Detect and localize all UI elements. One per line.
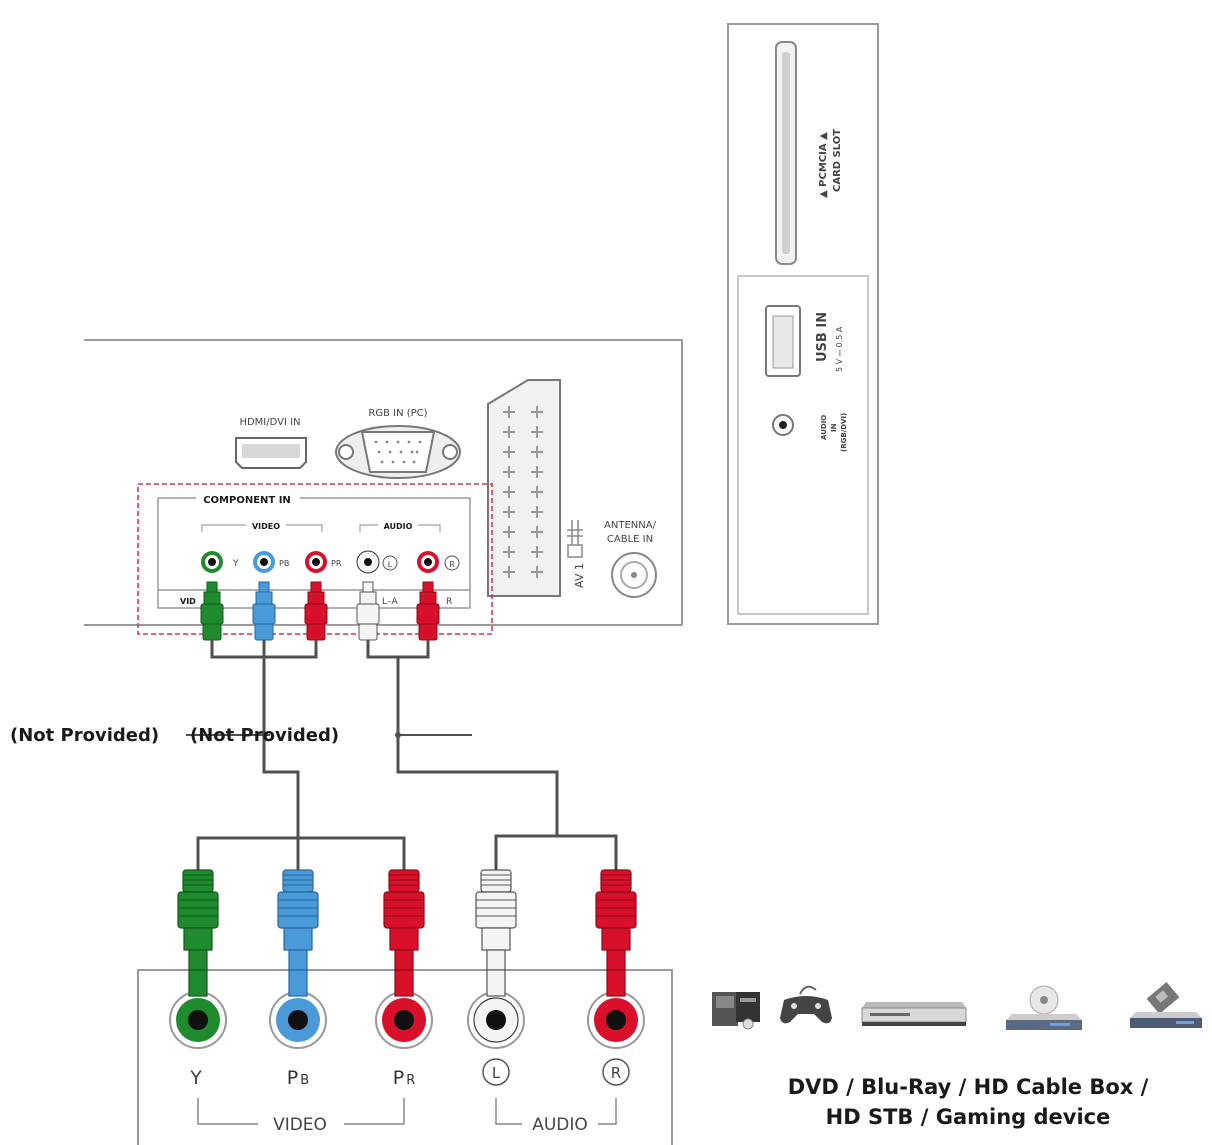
device-r-label: R <box>611 1064 621 1082</box>
set-top-box-icon <box>1130 981 1202 1028</box>
not-provided-label-1: (Not Provided) <box>10 725 159 746</box>
antenna-label-1: ANTENNA/ <box>604 520 657 531</box>
component-audio-group: AUDIO <box>384 522 413 531</box>
partial-r-label: R <box>446 597 452 607</box>
not-provided-label-2: (Not Provided) <box>190 725 339 746</box>
audio-in-jack[interactable] <box>772 414 794 436</box>
device-pb-main: P <box>287 1067 298 1089</box>
jack-pb-small[interactable] <box>253 551 275 573</box>
gamepad-icon <box>780 985 832 1024</box>
pcmcia-label-1: ▲ PCMCIA ▲ <box>818 132 829 198</box>
device-pr-sub: R <box>406 1073 415 1088</box>
jack-y-small-label: Y <box>232 559 239 569</box>
partial-video-label: VID <box>180 597 196 606</box>
usb-label: USB IN <box>815 312 830 362</box>
pcmcia-label-2: CARD SLOT <box>832 129 843 192</box>
device-y-label: Y <box>189 1067 202 1089</box>
hdmi-port[interactable] <box>235 437 307 469</box>
cables: (Not Provided) (Not Provided) <box>10 640 618 870</box>
jack-l-small[interactable] <box>356 550 380 574</box>
antenna-port[interactable] <box>611 552 657 598</box>
jack-pb-small-label: PB <box>279 559 289 568</box>
pc-tower-icon <box>712 992 760 1030</box>
plug-y-large[interactable] <box>177 869 219 997</box>
antenna-label-2: CABLE IN <box>607 534 653 545</box>
rgb-port[interactable] <box>335 425 461 479</box>
jack-y-large[interactable] <box>169 991 227 1049</box>
device-video-group: VIDEO <box>273 1115 327 1135</box>
jack-l-large[interactable] <box>467 991 525 1049</box>
rear-panel: HDMI/DVI IN RGB IN (PC) <box>84 339 683 641</box>
component-video-group: VIDEO <box>252 522 280 531</box>
rgb-label: RGB IN (PC) <box>368 408 427 419</box>
component-in-title: COMPONENT IN <box>203 495 291 506</box>
plug-r-large[interactable] <box>595 869 637 997</box>
jack-r-large[interactable] <box>587 991 645 1049</box>
partial-audio-label: L–A <box>382 597 399 607</box>
device-l-label: L <box>492 1064 501 1082</box>
side-panel: ▲ PCMCIA ▲ CARD SLOT USB IN 5 V ⎓ 0.5 A … <box>727 23 879 625</box>
devices: DVD / Blu-Ray / HD Cable Box / HD STB / … <box>712 981 1202 1129</box>
jack-y-small[interactable] <box>201 551 223 573</box>
jack-r-small[interactable] <box>417 551 439 573</box>
audio-in-label-2: IN <box>830 423 838 432</box>
plug-pb-large[interactable] <box>277 869 319 997</box>
av1-label: AV 1 <box>573 563 586 588</box>
av1-symbol <box>567 520 583 558</box>
device-pr-main: P <box>393 1067 404 1089</box>
jack-pr-small-label: PR <box>331 559 342 568</box>
audio-in-label-1: AUDIO <box>820 415 828 440</box>
jack-l-small-label: L <box>388 560 393 569</box>
usb-rating: 5 V ⎓ 0.5 A <box>835 326 844 372</box>
device-pb-sub: B <box>300 1073 309 1088</box>
jack-pb-large[interactable] <box>269 991 327 1049</box>
jack-r-small-label: R <box>449 560 455 569</box>
hdmi-label: HDMI/DVI IN <box>239 417 300 428</box>
jack-pr-small[interactable] <box>305 551 327 573</box>
plug-pr-large[interactable] <box>383 869 425 997</box>
devices-caption-line2: HD STB / Gaming device <box>826 1105 1111 1129</box>
audio-in-label-3: (RGB/DVI) <box>840 413 848 452</box>
devices-caption-line1: DVD / Blu-Ray / HD Cable Box / <box>788 1075 1149 1099</box>
blu-ray-player-icon <box>1006 985 1082 1030</box>
plug-l-large[interactable] <box>475 869 517 997</box>
dvd-player-icon <box>861 1002 967 1026</box>
jack-pr-large[interactable] <box>375 991 433 1049</box>
device-audio-group: AUDIO <box>532 1115 588 1135</box>
scart-port[interactable] <box>487 379 561 597</box>
